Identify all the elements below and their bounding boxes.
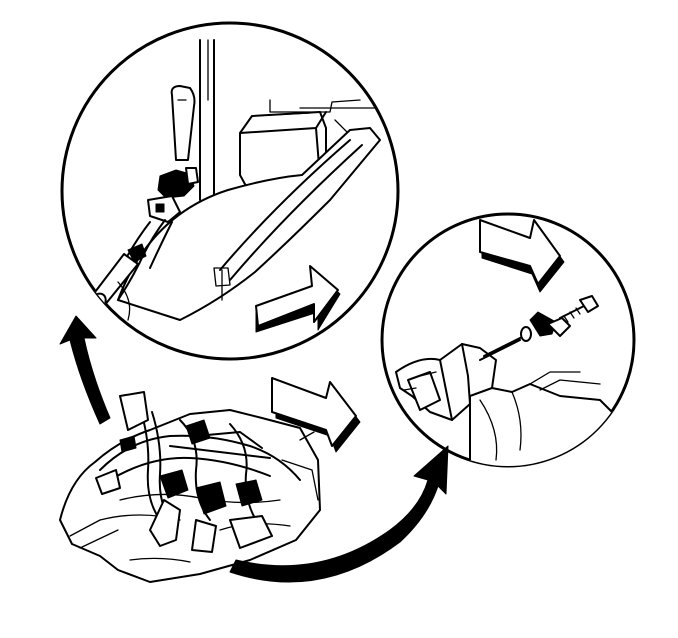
mounting-stud [479,335,525,361]
bolt [559,295,599,323]
callout-arrow-right [229,445,449,583]
wire-harness [117,219,166,301]
upper-detail-contents [89,39,396,321]
back-panel-lines [269,99,361,113]
callout-arrow-up [59,315,111,425]
right-detail-contents [395,295,621,466]
upper-detail-view [60,21,400,361]
sensor-connector [147,167,199,223]
vertical-pillar [199,39,215,201]
vertical-hose [170,85,196,161]
curved-panel [117,127,381,321]
dark-manifold-1 [159,469,189,499]
overall-engine-bay-view [59,391,321,583]
washer [520,326,532,342]
direction-arrow-right-view [479,219,565,293]
top-fitting [119,391,149,431]
direction-arrow-upper [255,265,341,333]
direction-arrow-engine [271,377,361,453]
sensor-part [529,311,571,337]
vertical-line-left [139,407,161,521]
dark-manifold-2 [195,481,227,515]
right-detail-view [380,212,636,468]
panel-edge-line [219,139,351,271]
